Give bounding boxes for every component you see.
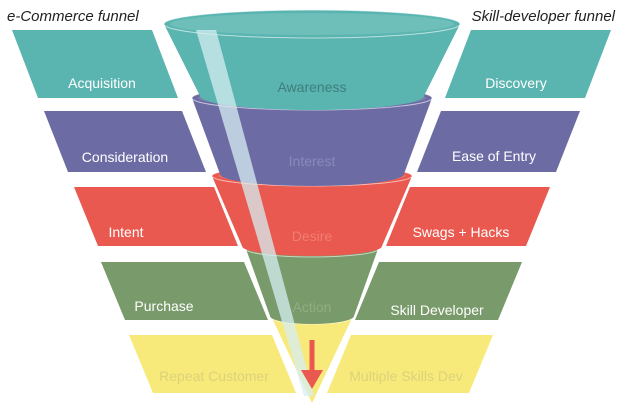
left-label-acquisition: Acquisition bbox=[68, 75, 136, 91]
center-label-action: Action bbox=[293, 299, 332, 315]
right-label-ease-of-entry: Ease of Entry bbox=[452, 148, 536, 164]
funnel-segment-opening bbox=[170, 13, 454, 35]
funnel-overlay bbox=[196, 30, 323, 396]
left-band-intent bbox=[74, 187, 238, 246]
right-label-multiple-skills-dev: Multiple Skills Dev bbox=[349, 368, 463, 384]
left-label-purchase: Purchase bbox=[134, 298, 193, 314]
left-band-purchase bbox=[101, 262, 268, 320]
skill-developer-funnel-title: Skill-developer funnel bbox=[471, 8, 615, 25]
funnel-segment-body bbox=[192, 98, 432, 186]
funnel-segment-rim bbox=[163, 9, 461, 39]
right-band-skill-developer bbox=[355, 262, 522, 320]
funnel-stage-awareness: Awareness bbox=[163, 9, 461, 110]
right-band-discovery bbox=[445, 30, 611, 98]
right-band-swags-hacks bbox=[386, 187, 550, 246]
right-label-swags-hacks: Swags + Hacks bbox=[413, 224, 510, 240]
funnel-segment-body bbox=[164, 24, 460, 110]
right-label-discovery: Discovery bbox=[485, 75, 546, 91]
left-label-consideration: Consideration bbox=[82, 149, 168, 165]
left-column: AcquisitionConsiderationIntentPurchaseRe… bbox=[12, 30, 296, 393]
funnel-highlight bbox=[196, 30, 314, 396]
left-band-consideration bbox=[44, 111, 206, 172]
right-label-skill-developer: Skill Developer bbox=[390, 302, 484, 318]
left-band-repeat-customer bbox=[129, 335, 296, 393]
ecommerce-funnel-title: e-Commerce funnel bbox=[7, 8, 139, 25]
left-label-intent: Intent bbox=[108, 224, 143, 240]
left-label-repeat-customer: Repeat Customer bbox=[159, 368, 269, 384]
center-funnel: Action Desire Interest Awareness bbox=[163, 9, 461, 403]
right-band-ease-of-entry bbox=[417, 111, 580, 172]
down-arrow-icon bbox=[301, 370, 323, 389]
funnel-segment-body bbox=[212, 176, 412, 256]
center-label-awareness: Awareness bbox=[277, 79, 346, 95]
right-band-multiple-skills-dev bbox=[327, 335, 493, 393]
center-label-interest: Interest bbox=[289, 153, 336, 169]
center-label-desire: Desire bbox=[292, 228, 333, 244]
left-band-acquisition bbox=[12, 30, 178, 98]
